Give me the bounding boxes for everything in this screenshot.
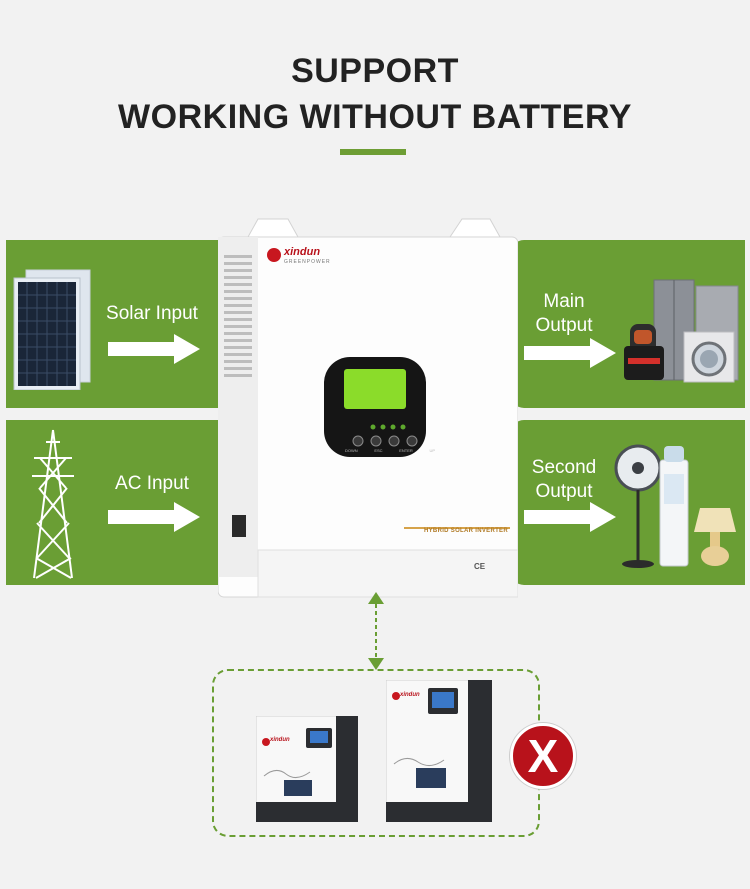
down-button-label: DOWN: [345, 448, 358, 453]
inverter-cert: CE: [474, 562, 486, 571]
solar-panel-icon: [13, 269, 91, 390]
main-output-line1: Main: [543, 291, 585, 312]
second-output-label: Second Output: [520, 456, 608, 504]
battery-unit-large-brand: xindun: [400, 692, 420, 698]
battery-unit-large: [386, 680, 492, 822]
battery-unit-small-brand: xindun: [270, 737, 290, 743]
arrow-right-icon: [108, 502, 200, 532]
solar-input-label: Solar Input: [106, 303, 198, 324]
double-arrow-icon: [368, 592, 384, 670]
main-output-label: Main Output: [520, 290, 608, 338]
esc-button-label: ESC: [374, 448, 383, 453]
arrow-right-icon: [524, 338, 616, 368]
battery-unit-small: [256, 716, 358, 822]
inverter-buttons: DOWN ESC ENTER UP: [345, 448, 435, 453]
not-required-x-icon: X: [510, 723, 576, 789]
inverter-brand-sub: GREENPOWER: [284, 259, 331, 265]
hybrid-inverter-image: [218, 218, 518, 598]
fan-lamp-icon: [614, 444, 736, 568]
main-output-line2: Output: [535, 315, 593, 336]
second-output-line1: Second: [531, 457, 597, 478]
page-title-line2: WORKING WITHOUT BATTERY: [118, 98, 632, 136]
second-output-line2: Output: [535, 481, 593, 502]
arrow-right-icon: [108, 334, 200, 364]
inverter-brand: xindun: [284, 246, 321, 258]
arrow-right-icon: [524, 502, 616, 532]
title-underline: [340, 149, 406, 155]
up-button-label: UP: [429, 448, 435, 453]
appliances-icon: [624, 279, 739, 383]
power-tower-icon: [32, 429, 74, 579]
ac-input-label: AC Input: [115, 473, 189, 494]
enter-button-label: ENTER: [399, 448, 413, 453]
page-title-line1: SUPPORT: [291, 52, 459, 90]
inverter-product-label: HYBRID SOLAR INVERTER: [424, 528, 508, 534]
